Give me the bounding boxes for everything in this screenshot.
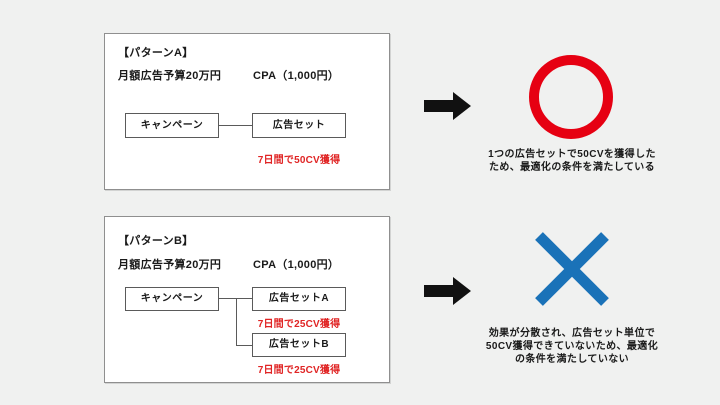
result-b-caption: 効果が分散され、広告セット単位で 50CV獲得できていないため、最適化 の条件を… bbox=[476, 327, 668, 366]
pattern-b-adset-b-node: 広告セットB bbox=[252, 333, 346, 357]
pattern-b-budget: 月額広告予算20万円 bbox=[118, 259, 222, 271]
pattern-b-adset-a-result-label: 7日間で25CV獲得 bbox=[257, 319, 341, 330]
arrow-right-icon bbox=[424, 92, 471, 120]
pattern-a-cpa: CPA（1,000円） bbox=[253, 70, 340, 82]
pattern-a-campaign-node: キャンペーン bbox=[125, 113, 219, 138]
pattern-a-title: 【パターンA】 bbox=[118, 47, 194, 59]
pattern-a-adset-node: 広告セット bbox=[252, 113, 346, 138]
pattern-b-campaign-node: キャンペーン bbox=[125, 287, 219, 311]
pattern-a-budget: 月額広告予算20万円 bbox=[118, 70, 222, 82]
pattern-b-connector-vertical bbox=[236, 298, 237, 346]
result-a-caption: 1つの広告セットで50CVを獲得した ため、最適化の条件を満たしている bbox=[480, 148, 664, 174]
result-b-caption-line-2: 50CV獲得できていないため、最適化 bbox=[485, 341, 659, 352]
result-a-caption-line-1: 1つの広告セットで50CVを獲得した bbox=[488, 149, 656, 160]
arrow-right-icon bbox=[424, 277, 471, 305]
cross-ng-icon bbox=[535, 232, 609, 306]
pattern-b-panel: 【パターンB】 月額広告予算20万円 CPA（1,000円） キャンペーン 広告… bbox=[104, 216, 390, 383]
pattern-a-result-label: 7日間で50CV獲得 bbox=[257, 155, 341, 166]
pattern-b-connector-top bbox=[219, 298, 252, 299]
pattern-a-connector bbox=[219, 125, 252, 126]
pattern-a-panel: 【パターンA】 月額広告予算20万円 CPA（1,000円） キャンペーン 広告… bbox=[104, 33, 390, 190]
result-a-caption-line-2: ため、最適化の条件を満たしている bbox=[488, 162, 656, 173]
pattern-b-connector-bottom bbox=[236, 345, 252, 346]
pattern-b-adset-b-result-label: 7日間で25CV獲得 bbox=[257, 365, 341, 376]
pattern-b-adset-a-node: 広告セットA bbox=[252, 287, 346, 311]
result-b-caption-line-1: 効果が分散され、広告セット単位で bbox=[488, 328, 656, 339]
result-b-caption-line-3: の条件を満たしていない bbox=[514, 354, 630, 365]
pattern-b-title: 【パターンB】 bbox=[118, 235, 194, 247]
pattern-b-cpa: CPA（1,000円） bbox=[253, 259, 340, 271]
circle-ok-icon bbox=[529, 55, 613, 139]
